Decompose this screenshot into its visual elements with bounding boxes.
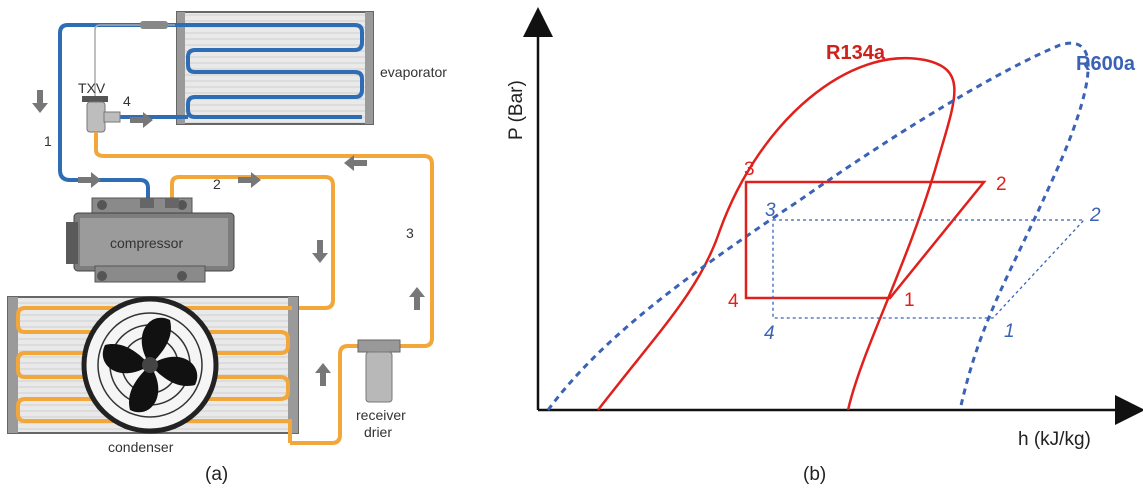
point-3-label: 3 (406, 225, 414, 241)
r600a-point-2: 2 (1089, 205, 1101, 226)
r600a-cycle (772, 219, 1086, 319)
caption-b: (b) (803, 464, 826, 485)
evaporator-coil (160, 23, 364, 119)
r134a-label: R134a (826, 42, 886, 64)
r134a-point-3: 3 (744, 159, 755, 180)
flow-arrows (32, 90, 425, 386)
evaporator (160, 11, 374, 125)
compressor-label: compressor (110, 235, 183, 251)
r600a-dome (546, 41, 1090, 411)
r134a-point-4: 4 (728, 291, 739, 312)
caption-a: (a) (205, 464, 228, 485)
sensing-bulb (140, 21, 168, 29)
condenser-fan (81, 296, 219, 434)
txv-capillary (94, 24, 175, 100)
x-axis-label: h (kJ/kg) (1018, 429, 1091, 450)
condenser-label: condenser (108, 439, 174, 455)
r134a-point-2: 2 (996, 174, 1007, 195)
receiver-label-line1: receiver (356, 407, 406, 423)
compressor (66, 197, 235, 283)
r600a-label: R600a (1076, 53, 1136, 75)
r134a-dome (597, 57, 956, 411)
evaporator-label: evaporator (380, 64, 447, 80)
point-2-label: 2 (213, 176, 221, 192)
point-4-label: 4 (123, 93, 131, 109)
discharge-line (170, 175, 335, 310)
r600a-point-3: 3 (765, 200, 776, 221)
point-1-label: 1 (44, 133, 52, 149)
condenser-coil (16, 306, 292, 443)
r600a-point-4: 4 (764, 323, 775, 344)
y-axis-label: P (Bar) (506, 80, 527, 140)
r134a-cycle (744, 180, 987, 300)
refrigeration-schematic: evaporator TXV 4 1 (7, 11, 447, 485)
txv-valve (82, 96, 121, 133)
r134a-point-1: 1 (904, 290, 915, 311)
r600a-point-1: 1 (1004, 321, 1015, 342)
receiver-label-line2: drier (364, 424, 392, 440)
txv-label: TXV (78, 80, 106, 96)
receiver-drier (357, 339, 401, 403)
liquid-line (94, 132, 434, 445)
ph-diagram: P (Bar) h (kJ/kg) R134a R600a 1 2 3 4 1 … (506, 7, 1143, 485)
suction-line (58, 23, 188, 200)
